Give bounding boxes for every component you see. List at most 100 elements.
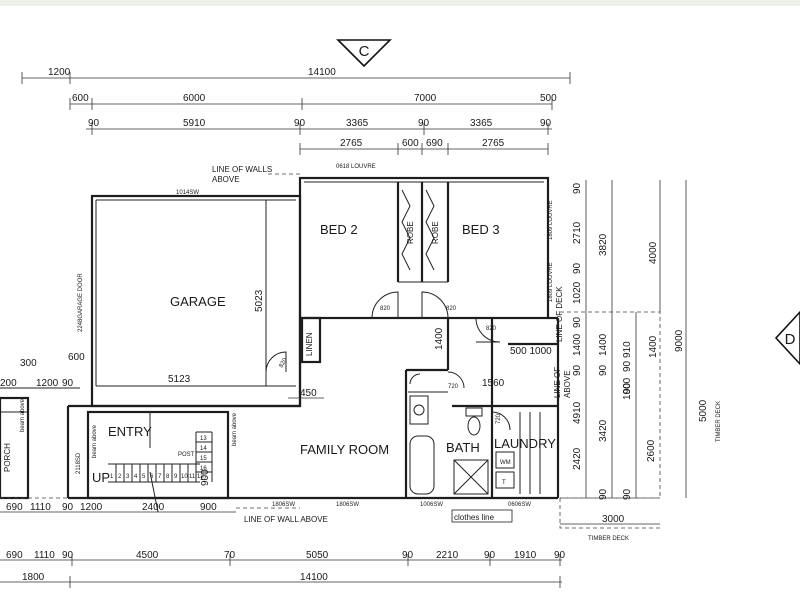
louvre-right-a: 1809 LOUVRE — [548, 200, 554, 240]
dim-c1-90-b: 90 — [572, 262, 583, 274]
door-720-bath: 720 — [448, 384, 459, 390]
beam-above-right: beam above — [232, 412, 238, 446]
dim-c3-90-b: 90 — [622, 382, 633, 394]
dim-bot-90-a: 90 — [62, 550, 74, 561]
dim-left-300: 300 — [20, 358, 37, 369]
dim-450: 450 — [300, 388, 317, 399]
sw-1806-a: 1806SW — [272, 502, 295, 508]
stairs — [108, 431, 213, 513]
marker-c-label: C — [359, 43, 370, 60]
line-of-above-2: ABOVE — [563, 370, 572, 398]
dim-bot-5050: 5050 — [306, 550, 329, 561]
section-marker-c: C — [336, 39, 392, 68]
dim-c2-3820: 3820 — [598, 233, 609, 256]
stair-up: UP — [92, 470, 110, 485]
dim-c1-90-c: 90 — [572, 316, 583, 328]
louvre-right-b: 1809 LOUVRE — [548, 262, 554, 302]
dim-bot-90-c: 90 — [484, 550, 496, 561]
stair-no-11: 11 — [189, 474, 196, 480]
door-820-garage: 820 — [279, 357, 290, 369]
dim-c1-1400: 1400 — [572, 333, 583, 356]
dim-floor-900: 900 — [200, 502, 217, 513]
dim-bot-14100: 14100 — [300, 572, 328, 583]
stair-no-13: 13 — [200, 436, 207, 442]
dim-c2-1400: 1400 — [598, 333, 609, 356]
dim-floor-690: 690 — [6, 502, 23, 513]
stair-no-17: 17 — [200, 476, 207, 482]
label-t: T — [502, 480, 506, 486]
dim-bot-1800: 1800 — [22, 572, 45, 583]
dim-left-200: 200 — [0, 378, 17, 389]
room-labels: BED 2 BED 3 GARAGE FAMILY ROOM ENTRY BAT… — [3, 221, 556, 485]
room-bed2: BED 2 — [320, 222, 358, 237]
stair-numbers: 1 2 3 4 5 6 7 8 9 10 11 12 13 14 15 16 1… — [110, 436, 207, 482]
stair-no-5: 5 — [142, 474, 146, 480]
dim-left-90: 90 — [62, 378, 74, 389]
dashed-lines — [0, 173, 661, 529]
dim-floor-1110: 1110 — [30, 502, 51, 513]
top-dimensions: 1200 14100 600 6000 7000 500 90 5910 90 … — [21, 67, 571, 155]
walls-above-line2: ABOVE — [212, 175, 240, 184]
dim-c3-90-c: 90 — [598, 364, 609, 376]
dim-c4-1400: 1400 — [648, 335, 659, 358]
wall-above-bottom: LINE OF WALL ABOVE — [244, 515, 328, 524]
dim-top-6000: 6000 — [183, 93, 206, 104]
dim-c3-910: 910 — [622, 341, 633, 358]
right-dimensions: 90 2710 90 1020 90 1400 90 4910 3820 140… — [572, 180, 709, 500]
fixtures — [108, 189, 541, 513]
stair-no-2: 2 — [118, 474, 122, 480]
dim-c2-2600: 2600 — [646, 439, 657, 462]
stair-no-16: 16 — [200, 466, 207, 472]
dim-garage-5023: 5023 — [254, 289, 265, 312]
dim-left-1200: 1200 — [36, 378, 59, 389]
dim-bot-1910: 1910 — [514, 550, 537, 561]
dim-top-90-a: 90 — [88, 118, 100, 129]
stair-no-4: 4 — [134, 474, 138, 480]
dim-top-690: 690 — [426, 138, 443, 149]
dim-floor-90: 90 — [62, 502, 74, 513]
marker-d-label: D — [785, 331, 796, 348]
dim-entry-900: 900 — [200, 469, 211, 486]
stair-no-15: 15 — [200, 456, 207, 462]
dim-floor-2400: 2400 — [142, 502, 165, 513]
door-820-bed3: 820 — [446, 306, 457, 312]
dim-top-14100: 14100 — [308, 67, 336, 78]
stair-no-8: 8 — [166, 474, 170, 480]
dim-1400: 1400 — [434, 327, 445, 350]
dim-top-7000: 7000 — [414, 93, 437, 104]
stair-no-1: 1 — [110, 474, 114, 480]
dim-3000: 3000 — [602, 514, 625, 525]
dim-top-2765-b: 2765 — [482, 138, 505, 149]
room-garage: GARAGE — [170, 294, 226, 309]
line-of-above-1: LINE OF — [553, 367, 562, 398]
robe-a: ROBE — [406, 221, 415, 244]
room-porch: PORCH — [3, 443, 12, 472]
timber-deck-right: TIMBER DECK — [716, 401, 722, 442]
plan-sheet: C D 1200 14100 600 6000 7000 500 90 5910… — [0, 6, 800, 600]
dim-c3-90-a: 90 — [622, 360, 633, 372]
left-dimensions: 300 600 1200 90 200 — [0, 352, 85, 389]
dim-bot-90-d: 90 — [554, 550, 566, 561]
dim-c2-90: 90 — [622, 488, 633, 500]
dim-c1-90-a: 90 — [572, 182, 583, 194]
walls-above-line1: LINE OF WALLS — [212, 165, 272, 174]
stair-no-9: 9 — [174, 474, 178, 480]
dim-c2-1000: 1000 — [622, 377, 633, 400]
dim-c1-2710: 2710 — [572, 221, 583, 244]
post-label: POST — [178, 452, 195, 458]
annotations: LINE OF WALLS ABOVE LINE OF WALL ABOVE 0… — [20, 164, 722, 542]
sw-1006: 1006SW — [420, 502, 443, 508]
beam-above-entry: beam above — [92, 424, 98, 458]
walls — [0, 176, 560, 500]
section-marker-d: D — [774, 310, 800, 366]
sw-1806-b: 1806SW — [336, 502, 359, 508]
dim-top-2765-a: 2765 — [340, 138, 363, 149]
stair-no-10: 10 — [181, 474, 188, 480]
room-bath: BATH — [446, 440, 480, 455]
dim-top-90-c: 90 — [418, 118, 430, 129]
stair-no-3: 3 — [126, 474, 130, 480]
dim-bot-90-b: 90 — [402, 550, 414, 561]
dim-garage-5123: 5123 — [168, 374, 191, 385]
beam-above-porch: beam above — [20, 398, 26, 432]
